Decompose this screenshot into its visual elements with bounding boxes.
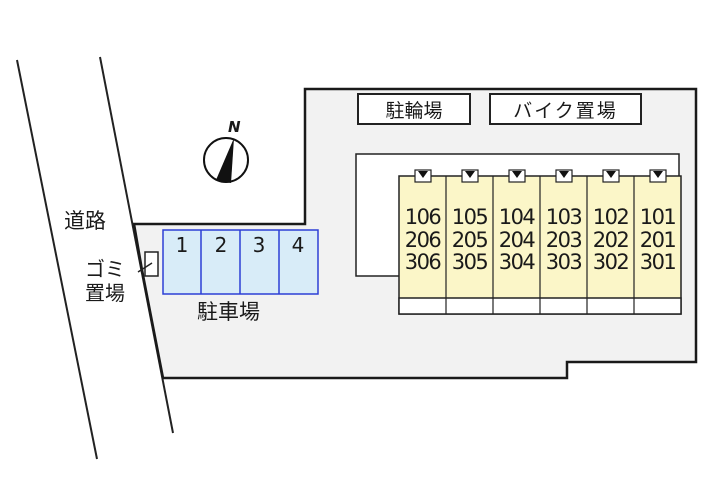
parking-spot-2: 2 <box>214 233 228 257</box>
unit-number: 301 <box>639 250 677 274</box>
road-label: 道路 <box>64 209 106 233</box>
unit-column-103: 103 203 303 <box>540 176 587 312</box>
unit-number: 203 <box>545 227 583 252</box>
unit-column-101: 101 201 301 <box>634 176 681 312</box>
unit-number: 204 <box>498 227 536 252</box>
unit-number: 105 <box>451 205 489 229</box>
garbage-label-line2: 置場 <box>85 281 125 305</box>
unit-number: 303 <box>545 250 583 274</box>
motorbike-parking-sign: バイク置場 <box>489 93 642 125</box>
parking-spot-3: 3 <box>252 233 266 257</box>
unit-number: 102 <box>592 205 630 229</box>
road-edge-left <box>16 59 98 460</box>
compass-north-label: N <box>228 118 241 136</box>
unit-column-105: 105 205 305 <box>446 176 493 312</box>
unit-number: 104 <box>498 205 536 229</box>
unit-number: 103 <box>545 205 583 229</box>
unit-number: 305 <box>451 250 489 274</box>
unit-column-102: 102 202 302 <box>587 176 634 312</box>
parking-spot-1: 1 <box>175 233 189 257</box>
unit-number: 101 <box>639 205 677 229</box>
parking-label: 駐車場 <box>197 300 260 324</box>
building-units <box>398 169 682 315</box>
unit-number: 201 <box>639 227 677 252</box>
unit-number: 306 <box>404 250 442 274</box>
bicycle-parking-sign: 駐輪場 <box>357 93 471 125</box>
garbage-label-line1: ゴミ <box>85 257 125 281</box>
unit-column-106: 106 206 306 <box>399 176 446 312</box>
unit-number: 106 <box>404 205 442 229</box>
north-compass-icon <box>203 137 249 183</box>
unit-number: 304 <box>498 250 536 274</box>
garbage-leader-line <box>137 262 153 273</box>
parking-spot-4: 4 <box>291 233 305 257</box>
unit-number: 202 <box>592 227 630 252</box>
unit-number: 302 <box>592 250 630 274</box>
parking-spots <box>162 229 319 295</box>
unit-number: 206 <box>404 227 442 252</box>
unit-number: 205 <box>451 227 489 252</box>
unit-column-104: 104 204 304 <box>493 176 540 312</box>
